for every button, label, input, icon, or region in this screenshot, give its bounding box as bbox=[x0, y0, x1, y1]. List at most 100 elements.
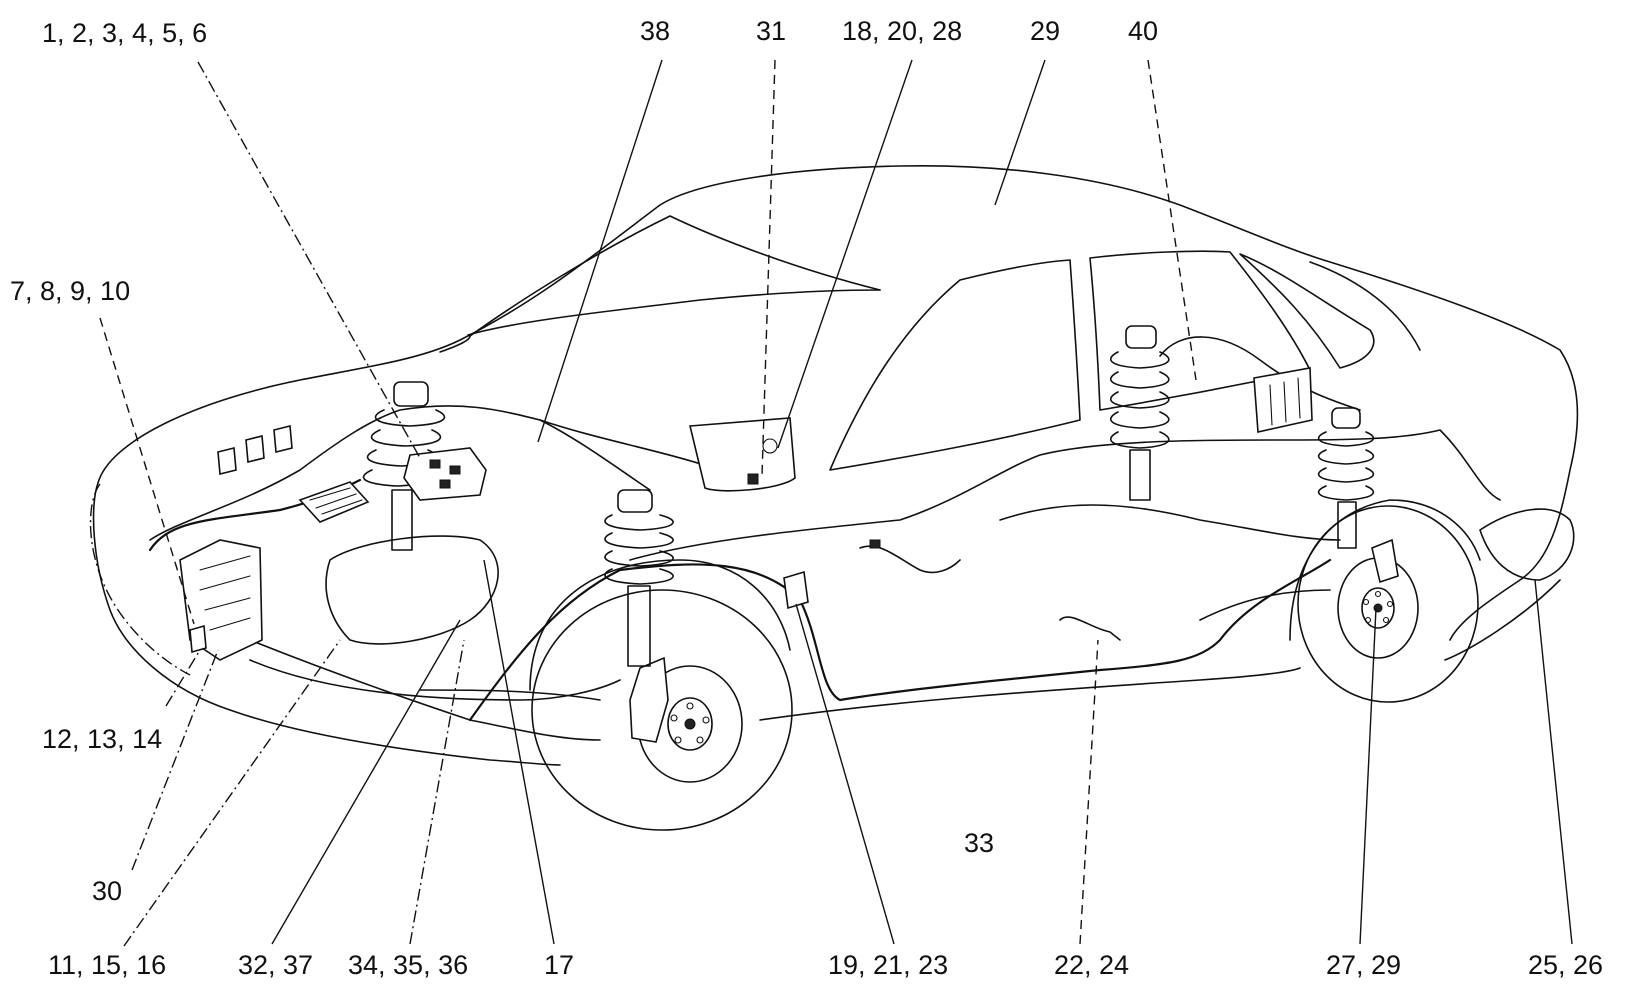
abs-connector-2 bbox=[449, 465, 461, 475]
car-outline bbox=[97, 164, 1579, 641]
front-caliper bbox=[629, 656, 669, 743]
leader-32-37 bbox=[271, 619, 461, 945]
rear-hub bbox=[1361, 587, 1395, 629]
callout-38: 38 bbox=[640, 16, 670, 46]
front-left-strut bbox=[362, 381, 446, 551]
front-hub-bolt bbox=[684, 718, 696, 730]
rear-right-strut bbox=[1317, 407, 1375, 549]
rear-quarter-window bbox=[1239, 253, 1375, 369]
leader-25-26 bbox=[1534, 579, 1573, 945]
rear-stud-4 bbox=[1364, 616, 1372, 624]
floor-harness-clip bbox=[869, 539, 881, 549]
abs-connector-3 bbox=[439, 479, 451, 489]
leader-11-15-16 bbox=[123, 639, 341, 947]
front-right-strut bbox=[604, 489, 674, 667]
leader-lines bbox=[99, 59, 1573, 947]
hood-line bbox=[439, 335, 471, 353]
leader-18-20-28 bbox=[777, 59, 913, 449]
rear-subframe bbox=[999, 504, 1341, 541]
rear-control-arm bbox=[1199, 589, 1331, 621]
rear-caliper bbox=[1371, 538, 1399, 584]
front-stud-1 bbox=[686, 702, 694, 710]
floor-harness bbox=[859, 545, 961, 574]
leader-40 bbox=[1147, 59, 1197, 381]
rr-shock-body bbox=[1337, 501, 1357, 549]
fl-wheel-sensor bbox=[189, 624, 207, 654]
brake-line-cowl bbox=[539, 419, 651, 491]
callout-30: 30 bbox=[92, 876, 122, 906]
leader-1-6 bbox=[197, 61, 421, 459]
abs-connector-1 bbox=[429, 459, 441, 469]
front-subframe bbox=[249, 659, 621, 701]
rl-shock-body bbox=[1129, 449, 1151, 501]
brake-line-front-lower bbox=[249, 639, 601, 741]
callout-33: 33 bbox=[964, 828, 994, 858]
callout-12-14: 12, 13, 14 bbox=[42, 724, 162, 754]
fluid-reservoir bbox=[689, 417, 796, 492]
rear-stud-5 bbox=[1362, 598, 1370, 606]
leader-7-10 bbox=[99, 317, 195, 625]
callout-25-26: 25, 26 bbox=[1528, 950, 1603, 980]
front-stud-2 bbox=[702, 716, 710, 724]
leader-29-top bbox=[994, 59, 1046, 206]
leader-34-36 bbox=[409, 639, 465, 945]
leader-38 bbox=[537, 59, 663, 443]
reservoir-cap bbox=[762, 438, 778, 454]
windshield-top bbox=[469, 215, 881, 337]
leader-27-29 bbox=[1359, 607, 1377, 945]
front-side-window bbox=[829, 259, 1081, 471]
front-bumper-outline bbox=[89, 483, 191, 676]
relay-3 bbox=[273, 424, 293, 454]
rear-wheel bbox=[1289, 499, 1481, 703]
callout-34-36: 34, 35, 36 bbox=[348, 950, 468, 980]
callout-18-20-28: 18, 20, 28 bbox=[842, 16, 962, 46]
front-stud-5 bbox=[670, 714, 678, 722]
callout-40: 40 bbox=[1128, 16, 1158, 46]
callout-7-10: 7, 8, 9, 10 bbox=[10, 276, 130, 306]
rear-lower bbox=[1444, 579, 1561, 661]
rear-stud-2 bbox=[1386, 600, 1394, 608]
brake-line-floor-long bbox=[468, 558, 1332, 722]
callout-27-29: 27, 29 bbox=[1326, 950, 1401, 980]
junction-block-detail bbox=[309, 487, 363, 515]
brake-line-floor-upper bbox=[629, 429, 1501, 561]
callout-31: 31 bbox=[756, 16, 786, 46]
fr-spring bbox=[604, 514, 674, 585]
side-sill bbox=[759, 667, 1301, 721]
callout-1-6: 1, 2, 3, 4, 5, 6 bbox=[42, 18, 207, 48]
leader-12-14 bbox=[165, 649, 201, 707]
engine-block bbox=[325, 535, 499, 645]
windshield-frame bbox=[467, 289, 881, 336]
fl-spring bbox=[362, 409, 446, 487]
rear-harness-clip bbox=[1059, 616, 1121, 641]
callout-labels: 1, 2, 3, 4, 5, 6 7, 8, 9, 10 38 31 18, 2… bbox=[10, 16, 1603, 980]
rear-stud-3 bbox=[1382, 616, 1390, 624]
master-cylinder-detail bbox=[199, 555, 251, 631]
leader-17 bbox=[483, 559, 555, 945]
rr-strut-top bbox=[1331, 407, 1361, 429]
callout-29-top: 29 bbox=[1030, 16, 1060, 46]
relay-1 bbox=[217, 446, 237, 476]
rear-exhaust bbox=[1479, 508, 1575, 581]
car-body bbox=[89, 164, 1579, 766]
front-stud-4 bbox=[674, 736, 682, 744]
brake-line-upper-hood bbox=[149, 405, 721, 541]
callout-19-21-23: 19, 21, 23 bbox=[828, 950, 948, 980]
brake-line-rear-cross bbox=[1159, 336, 1361, 411]
rear-ecu bbox=[1253, 367, 1313, 433]
callout-11-15-16: 11, 15, 16 bbox=[48, 950, 166, 980]
roof-rear bbox=[1309, 261, 1421, 351]
fl-strut-top bbox=[393, 381, 429, 407]
rear-wheel-arch bbox=[1289, 499, 1481, 641]
rear-stud-1 bbox=[1374, 590, 1382, 598]
rear-left-strut bbox=[1109, 325, 1170, 501]
relay-group bbox=[217, 424, 293, 476]
fr-strut-top bbox=[617, 489, 653, 513]
front-lower-arm bbox=[419, 689, 601, 701]
fl-shock-body bbox=[391, 489, 413, 551]
rear-tire bbox=[1297, 505, 1479, 703]
side-connector bbox=[783, 570, 809, 610]
relay-2 bbox=[245, 434, 265, 464]
rr-spring bbox=[1317, 431, 1375, 501]
